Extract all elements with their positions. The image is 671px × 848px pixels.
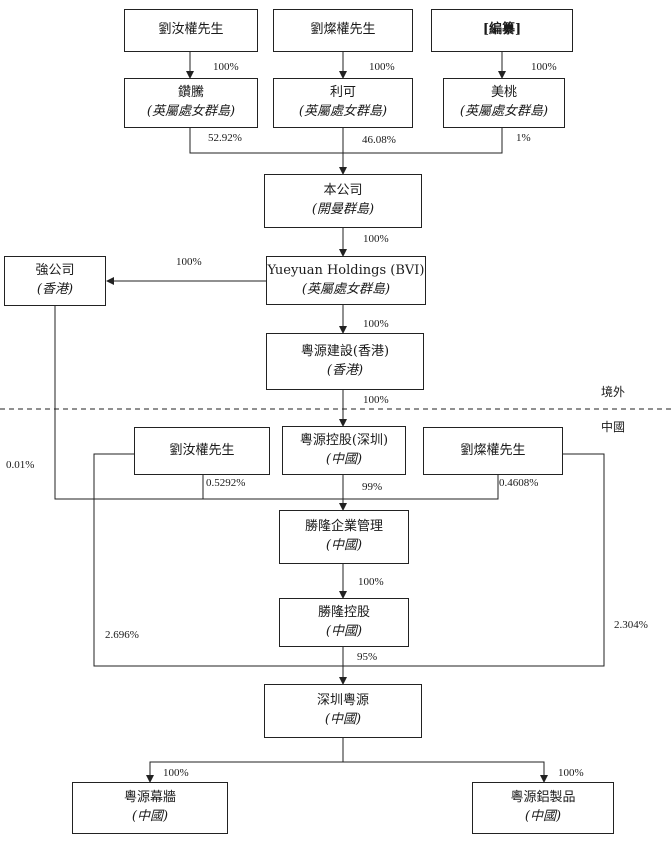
- entity-name: 粵源建設(香港): [300, 343, 390, 359]
- edge-zanteng-company: [189, 128, 343, 154]
- entity-jurisdiction: (英屬處女群島): [146, 104, 236, 119]
- pct-bvi-qiang: 100%: [176, 256, 202, 268]
- pct-canquan-like: 100%: [369, 61, 395, 73]
- entity-shenzhen-yueyuan: 深圳粵源 (中國): [264, 684, 422, 738]
- entity-jurisdiction: (中國): [325, 623, 363, 639]
- pct-sz-mgmt: 99%: [362, 481, 383, 493]
- entity-name: 強公司: [35, 263, 75, 279]
- entity-name: 勝隆控股: [317, 604, 370, 620]
- edge-canquan-shenzhen: [343, 453, 605, 667]
- entity-yueyuan-bvi: Yueyuan Holdings (BVI) (英屬處女群島): [266, 256, 426, 305]
- pct-ruquan-mgmt: 0.5292%: [206, 477, 246, 489]
- pct-redacted-meitao: 100%: [531, 61, 557, 73]
- entity-qiang: 強公司 (香港): [4, 256, 106, 306]
- pct-hk-sz: 100%: [363, 394, 389, 406]
- entity-shenglong-holdings: 勝隆控股 (中國): [279, 598, 409, 647]
- edge-meitao-company: [343, 128, 503, 154]
- entity-liu-ruquan-top: 劉汝權先生: [124, 9, 258, 52]
- entity-jurisdiction: (香港): [326, 362, 364, 378]
- pct-ruquan-shenzhen: 2.696%: [105, 629, 139, 641]
- edge-shenzhen-curtain: [146, 761, 343, 783]
- entity-name: 劉燦權先生: [310, 22, 376, 38]
- region-label-prc: 中國: [601, 420, 626, 434]
- entity-jurisdiction: (開曼群島): [311, 202, 375, 217]
- entity-name: 粵源控股(深圳): [299, 432, 389, 448]
- pct-bvi-hk: 100%: [363, 318, 389, 330]
- entity-zanteng: 鑽騰 (英屬處女群島): [124, 78, 258, 128]
- entity-name: 粵源鋁製品: [510, 790, 576, 806]
- entity-redacted: [編纂]: [431, 9, 573, 52]
- entity-jurisdiction: (英屬處女群島): [298, 104, 388, 119]
- entity-name: 劉汝權先生: [158, 22, 224, 38]
- entity-name: 劉汝權先生: [169, 442, 235, 458]
- entity-jurisdiction: (英屬處女群島): [301, 281, 391, 297]
- entity-jurisdiction: (中國): [325, 538, 363, 553]
- pct-mgmt-holdings: 100%: [358, 576, 384, 588]
- pct-meitao-company: 1%: [516, 132, 531, 144]
- pct-canquan-shenzhen: 2.304%: [614, 619, 648, 631]
- entity-shenglong-mgmt: 勝隆企業管理 (中國): [279, 510, 409, 564]
- pct-company-bvi: 100%: [363, 233, 389, 245]
- pct-shenzhen-aluminium: 100%: [558, 767, 584, 779]
- edge-qiang-mgmt: [54, 306, 343, 500]
- entity-name: 利可: [329, 85, 356, 101]
- entity-name: Yueyuan Holdings (BVI): [267, 262, 425, 278]
- entity-company: 本公司 (開曼群島): [264, 174, 422, 228]
- pct-like-company: 46.08%: [362, 134, 396, 146]
- pct-holdings-shenzhen: 95%: [357, 651, 378, 663]
- entity-name: 鑽騰: [177, 85, 204, 101]
- entity-jurisdiction: (中國): [524, 809, 562, 824]
- entity-liu-canquan-prc: 劉燦權先生: [423, 427, 563, 475]
- entity-liu-ruquan-prc: 劉汝權先生: [134, 427, 270, 475]
- entity-name: 深圳粵源: [316, 693, 369, 709]
- region-label-offshore: 境外: [601, 385, 626, 399]
- entity-jurisdiction: (中國): [325, 451, 363, 467]
- entity-name: 粵源幕牆: [123, 790, 176, 806]
- edge-shenzhen-aluminium: [343, 761, 548, 783]
- entity-liu-canquan-top: 劉燦權先生: [273, 9, 413, 52]
- entity-jurisdiction: (中國): [131, 809, 169, 824]
- entity-meitao: 美桃 (英屬處女群島): [443, 78, 565, 128]
- pct-shenzhen-curtain: 100%: [163, 767, 189, 779]
- pct-zanteng-company: 52.92%: [208, 132, 242, 144]
- entity-name: 美桃: [490, 85, 517, 101]
- entity-name: 勝隆企業管理: [304, 519, 383, 535]
- entity-yueyuan-sz-holdings: 粵源控股(深圳) (中國): [282, 426, 406, 475]
- entity-name: 劉燦權先生: [460, 442, 526, 458]
- edge-canquan-mgmt: [343, 475, 499, 500]
- entity-like: 利可 (英屬處女群島): [273, 78, 413, 128]
- entity-name: 本公司: [323, 183, 363, 199]
- pct-ruquan-zanteng: 100%: [213, 61, 239, 73]
- entity-jurisdiction: (中國): [324, 712, 362, 727]
- entity-name: [編纂]: [482, 22, 522, 38]
- entity-jurisdiction: (香港): [36, 282, 74, 297]
- pct-canquan-mgmt: 0.4608%: [499, 477, 539, 489]
- edge-ruquan-shenzhen: [93, 453, 343, 667]
- entity-yueyuan-hk: 粵源建設(香港) (香港): [266, 333, 424, 390]
- entity-yueyuan-curtain: 粵源幕牆 (中國): [72, 782, 228, 834]
- entity-jurisdiction: (英屬處女群島): [459, 104, 549, 119]
- pct-qiang-mgmt: 0.01%: [6, 459, 35, 471]
- entity-yueyuan-aluminium: 粵源鋁製品 (中國): [472, 782, 614, 834]
